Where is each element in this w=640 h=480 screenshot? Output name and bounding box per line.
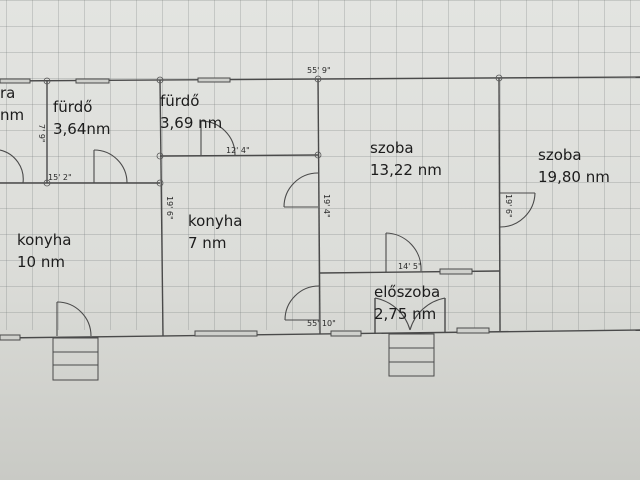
room-name: fürdő [160,92,200,110]
dimension-hall-width: 14' 5" [398,262,422,271]
room-bathroom-2: fürdő 3,69 nm [160,90,222,134]
room-bedroom-1: szoba 13,22 nm [370,137,442,181]
room-name: konyha [188,212,243,230]
room-hallway: előszoba 2,75 nm [374,281,440,325]
room-area: 13,22 nm [370,161,442,179]
room-name: előszoba [374,283,441,301]
room-area: 2,75 nm [374,305,437,323]
room-kitchen-2: konyha 7 nm [188,210,242,254]
dimension-top-total: 55' 9" [307,66,331,75]
dimension-kitchen2-height: 19' 6" [165,196,174,220]
room-name: fürdő [53,98,93,116]
room-partial: ra nm [0,82,24,126]
room-name: szoba [370,139,414,157]
room-name: szoba [538,146,582,164]
dimension-bottom-total: 55' 10" [307,319,336,328]
room-area: 19,80 nm [538,168,610,186]
dimension-bath1-width: 15' 2" [48,173,72,182]
room-area: 10 nm [17,253,65,271]
dimension-bath2-width: 12' 4" [226,146,250,155]
room-area: 3,69 nm [160,114,223,132]
dimension-bath1-height: 7' 9" [37,124,46,143]
room-name: konyha [17,231,72,249]
room-name: ra [0,84,16,102]
room-kitchen-1: konyha 10 nm [17,229,71,273]
room-area: nm [0,106,25,124]
room-area: 7 nm [188,234,227,252]
room-area: 3,64nm [53,120,111,138]
dimension-room1-height: 19' 4" [322,194,331,218]
dimension-room2-height: 19' 6" [504,194,513,218]
room-bedroom-2: szoba 19,80 nm [538,144,610,188]
room-bathroom-1: fürdő 3,64nm [53,96,111,140]
